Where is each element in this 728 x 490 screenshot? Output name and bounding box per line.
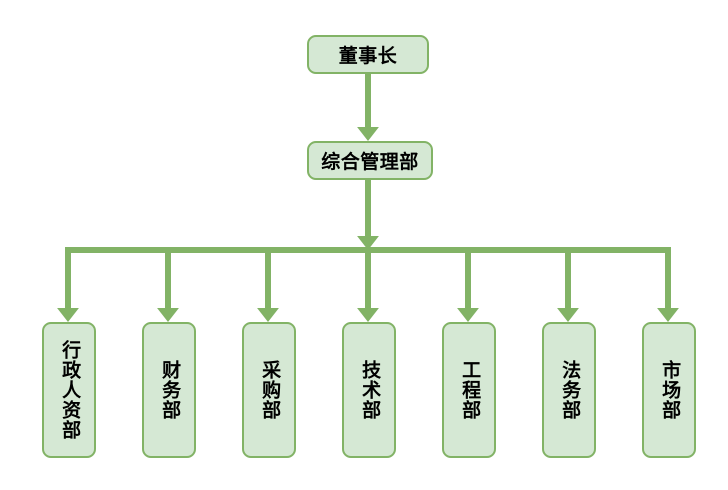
- node-department-marketing-label: 市场部: [659, 360, 681, 420]
- node-department-technology[interactable]: 技术部: [342, 322, 396, 458]
- connector-lines: [57, 74, 679, 322]
- arrowhead-bus-to-technology: [357, 308, 379, 322]
- node-department-marketing[interactable]: 市场部: [642, 322, 696, 458]
- node-department-engineering-label: 工程部: [459, 360, 481, 420]
- node-general-management-label: 综合管理部: [321, 152, 419, 173]
- node-general-management[interactable]: 综合管理部: [307, 141, 433, 180]
- node-department-procurement[interactable]: 采购部: [242, 322, 296, 458]
- arrowhead-bus-to-finance: [157, 308, 179, 322]
- node-chairman[interactable]: 董事长: [307, 35, 429, 74]
- node-department-technology-label: 技术部: [359, 360, 381, 420]
- node-department-legal[interactable]: 法务部: [542, 322, 596, 458]
- node-department-procurement-label: 采购部: [259, 360, 281, 420]
- node-department-legal-label: 法务部: [559, 360, 581, 420]
- node-department-finance-label: 财务部: [159, 360, 181, 420]
- arrowhead-bus-to-engineering: [457, 308, 479, 322]
- arrowhead-bus-to-marketing: [657, 308, 679, 322]
- node-department-admin-hr-label: 行政人资部: [59, 340, 81, 440]
- arrowhead-bus-to-legal: [557, 308, 579, 322]
- node-chairman-label: 董事长: [338, 46, 398, 67]
- arrowhead-management-to-bus: [357, 236, 379, 250]
- arrowhead-bus-to-procurement: [257, 308, 279, 322]
- node-department-engineering[interactable]: 工程部: [442, 322, 496, 458]
- arrowhead-chairman-to-management: [357, 127, 379, 141]
- node-department-finance[interactable]: 财务部: [142, 322, 196, 458]
- arrowhead-bus-to-admin-hr: [57, 308, 79, 322]
- node-department-admin-hr[interactable]: 行政人资部: [42, 322, 96, 458]
